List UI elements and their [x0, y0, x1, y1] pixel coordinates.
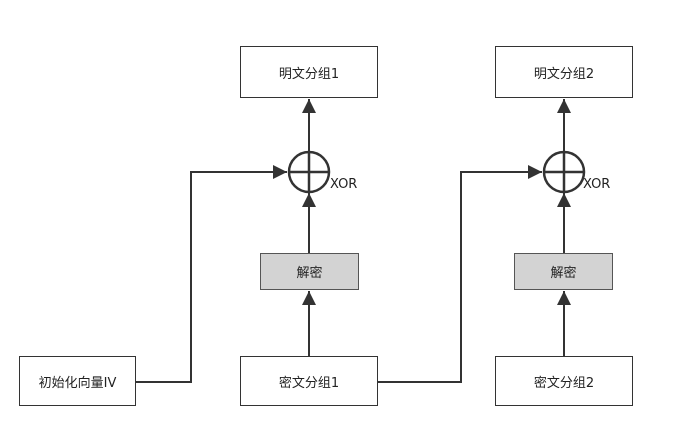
ciphertext-block-2-label: 密文分组2 — [533, 375, 595, 391]
decrypt-block-2: 解密 — [514, 253, 613, 290]
plaintext-block-2: 明文分组2 — [495, 46, 633, 98]
iv-block-label: 初始化向量IV — [38, 375, 117, 391]
xor-label-2: XOR — [583, 177, 611, 192]
plaintext-block-1-label: 明文分组1 — [278, 66, 340, 82]
plaintext-block-1: 明文分组1 — [240, 46, 378, 98]
ciphertext-block-1: 密文分组1 — [240, 356, 378, 406]
ciphertext-block-2: 密文分组2 — [495, 356, 633, 406]
decrypt-block-1: 解密 — [260, 253, 359, 290]
ciphertext-block-1-label: 密文分组1 — [278, 375, 340, 391]
xor-operator-1 — [287, 150, 331, 194]
iv-block: 初始化向量IV — [19, 356, 136, 406]
xor-operator-2 — [542, 150, 586, 194]
decrypt-block-2-label: 解密 — [550, 266, 577, 281]
arrow-iv-to-xor1 — [136, 165, 287, 383]
arrow-cipher1-to-xor2 — [378, 165, 542, 383]
xor-label-1: XOR — [330, 177, 358, 192]
decrypt-block-1-label: 解密 — [296, 266, 323, 281]
plaintext-block-2-label: 明文分组2 — [533, 66, 595, 82]
